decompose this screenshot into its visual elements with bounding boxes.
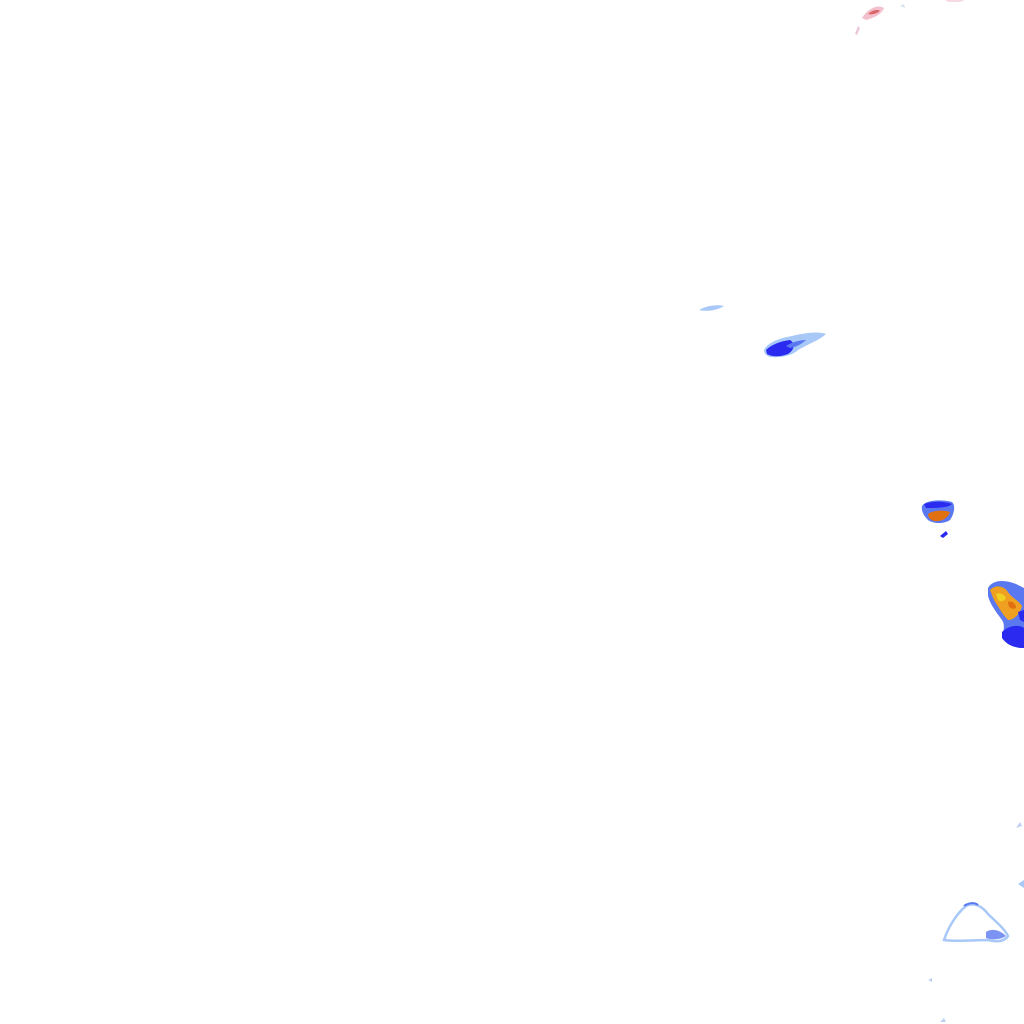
echo-right-small-cell bbox=[921, 500, 955, 538]
echo-center-right-cell bbox=[764, 332, 826, 358]
echo-bottom-right-outline bbox=[928, 822, 1024, 1022]
echo-top-right-trace bbox=[855, 0, 965, 35]
echo-right-edge-cell bbox=[988, 580, 1024, 648]
echo-small-streak bbox=[699, 305, 724, 311]
